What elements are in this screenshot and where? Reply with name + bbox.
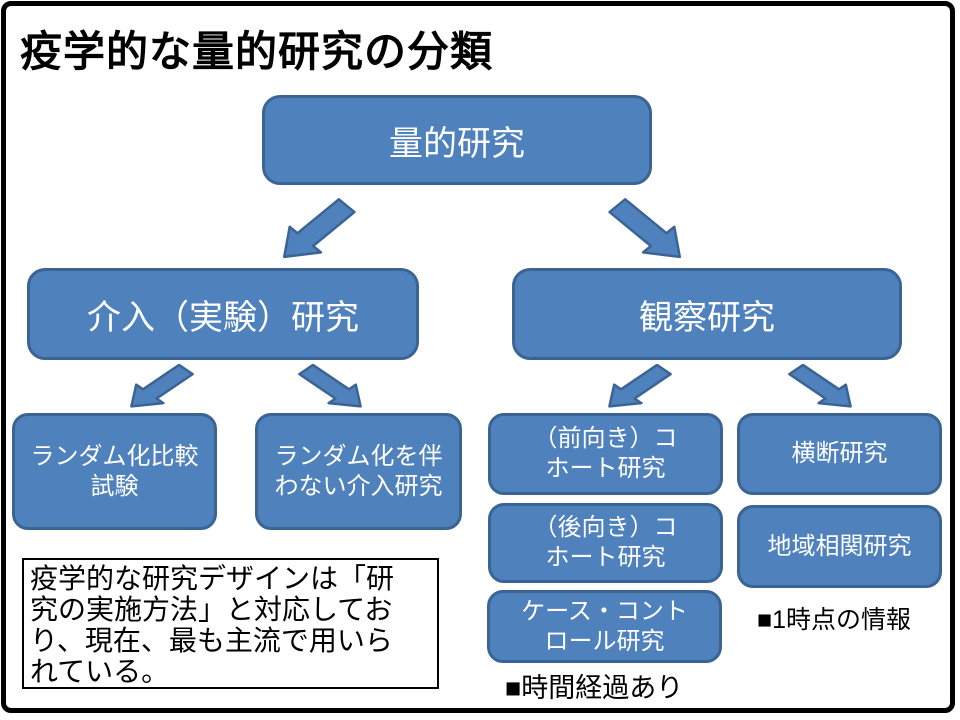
arrow-down-left-icon bbox=[126, 364, 194, 410]
box-intervention-research: 介入（実験）研究 bbox=[27, 268, 419, 360]
box-prospective-cohort: （前向き）コ ホート研究 bbox=[488, 413, 723, 495]
slide-title: 疫学的な量的研究の分類 bbox=[20, 28, 494, 75]
arrow-down-right-icon bbox=[298, 364, 366, 410]
box-case-control: ケース・コント ロール研究 bbox=[487, 590, 722, 663]
box-randomized-controlled-trial: ランダム化比較 試験 bbox=[12, 413, 217, 530]
box-ecological-study: 地域相関研究 bbox=[737, 505, 942, 588]
box-non-randomized-intervention: ランダム化を伴 わない介入研究 bbox=[255, 413, 462, 530]
box-retrospective-cohort: （後向き）コ ホート研究 bbox=[488, 503, 723, 583]
note-one-time-point: ■1時点の情報 bbox=[757, 606, 912, 634]
box-cross-sectional: 横断研究 bbox=[737, 413, 942, 495]
box-observational-research: 観察研究 bbox=[512, 268, 902, 360]
arrow-down-left-icon bbox=[278, 198, 356, 262]
arrow-down-left-icon bbox=[604, 364, 672, 410]
arrow-down-right-icon bbox=[788, 364, 856, 410]
box-quantitative-research: 量的研究 bbox=[262, 95, 652, 185]
note-time-elapsed: ■時間経過あり bbox=[505, 673, 684, 703]
arrow-down-right-icon bbox=[608, 198, 686, 262]
description-textbox: 疫学的な研究デザインは「研 究の実施方法」と対応してお り、現在、最も主流で用い… bbox=[22, 558, 439, 689]
